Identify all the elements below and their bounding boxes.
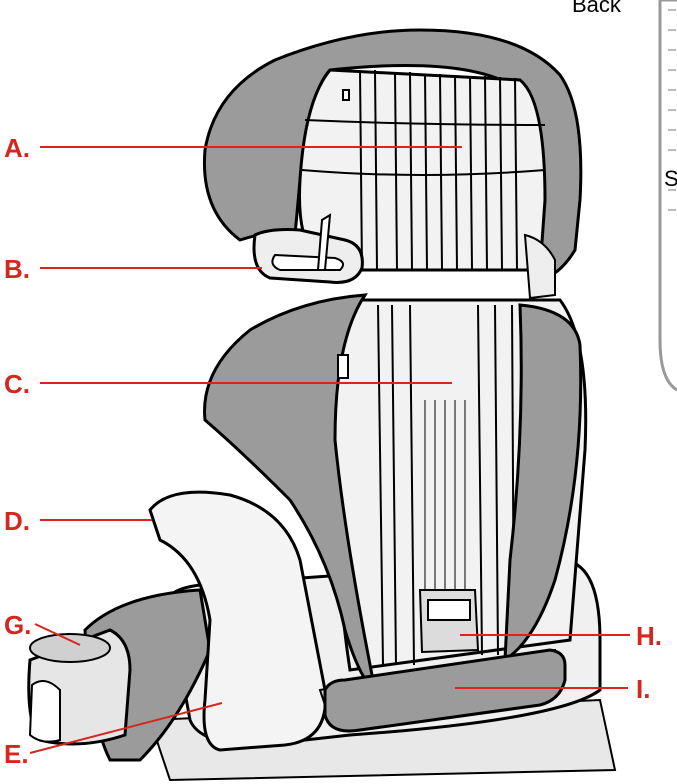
callout-label-b: B. xyxy=(4,254,30,284)
backrest-ribs xyxy=(377,304,515,666)
adjuster-strap xyxy=(316,213,332,271)
armrest xyxy=(148,490,327,752)
inset-panel-edge xyxy=(658,0,677,392)
wing-left xyxy=(203,293,378,694)
callout-label-c: C. xyxy=(4,369,30,399)
view-caption: Back xyxy=(572,0,621,17)
leader-g xyxy=(34,623,81,646)
callout-label-g: G. xyxy=(4,610,32,640)
cup-holder-front xyxy=(28,680,61,743)
headrest-ribs xyxy=(359,69,518,271)
callout-label-d: D. xyxy=(4,506,30,536)
callout-label-h: H. xyxy=(636,621,662,651)
wing-right xyxy=(503,303,583,663)
adjuster-right xyxy=(523,233,556,300)
cup-holder-top xyxy=(29,633,111,663)
wing-pocket xyxy=(337,354,349,379)
callout-label-a: A. xyxy=(4,133,30,163)
front-bar xyxy=(323,648,567,733)
backrest-center-lines xyxy=(424,400,466,590)
belt-guide-clip xyxy=(427,599,471,621)
inset-panel-pattern xyxy=(668,9,676,211)
headrest-slot xyxy=(342,89,350,101)
callout-label-e: E. xyxy=(4,739,29,769)
callout-label-i: I. xyxy=(636,674,651,704)
leader-e xyxy=(29,702,223,754)
inset-glyph: S xyxy=(664,166,677,191)
headrest-cross-bands xyxy=(301,119,546,176)
